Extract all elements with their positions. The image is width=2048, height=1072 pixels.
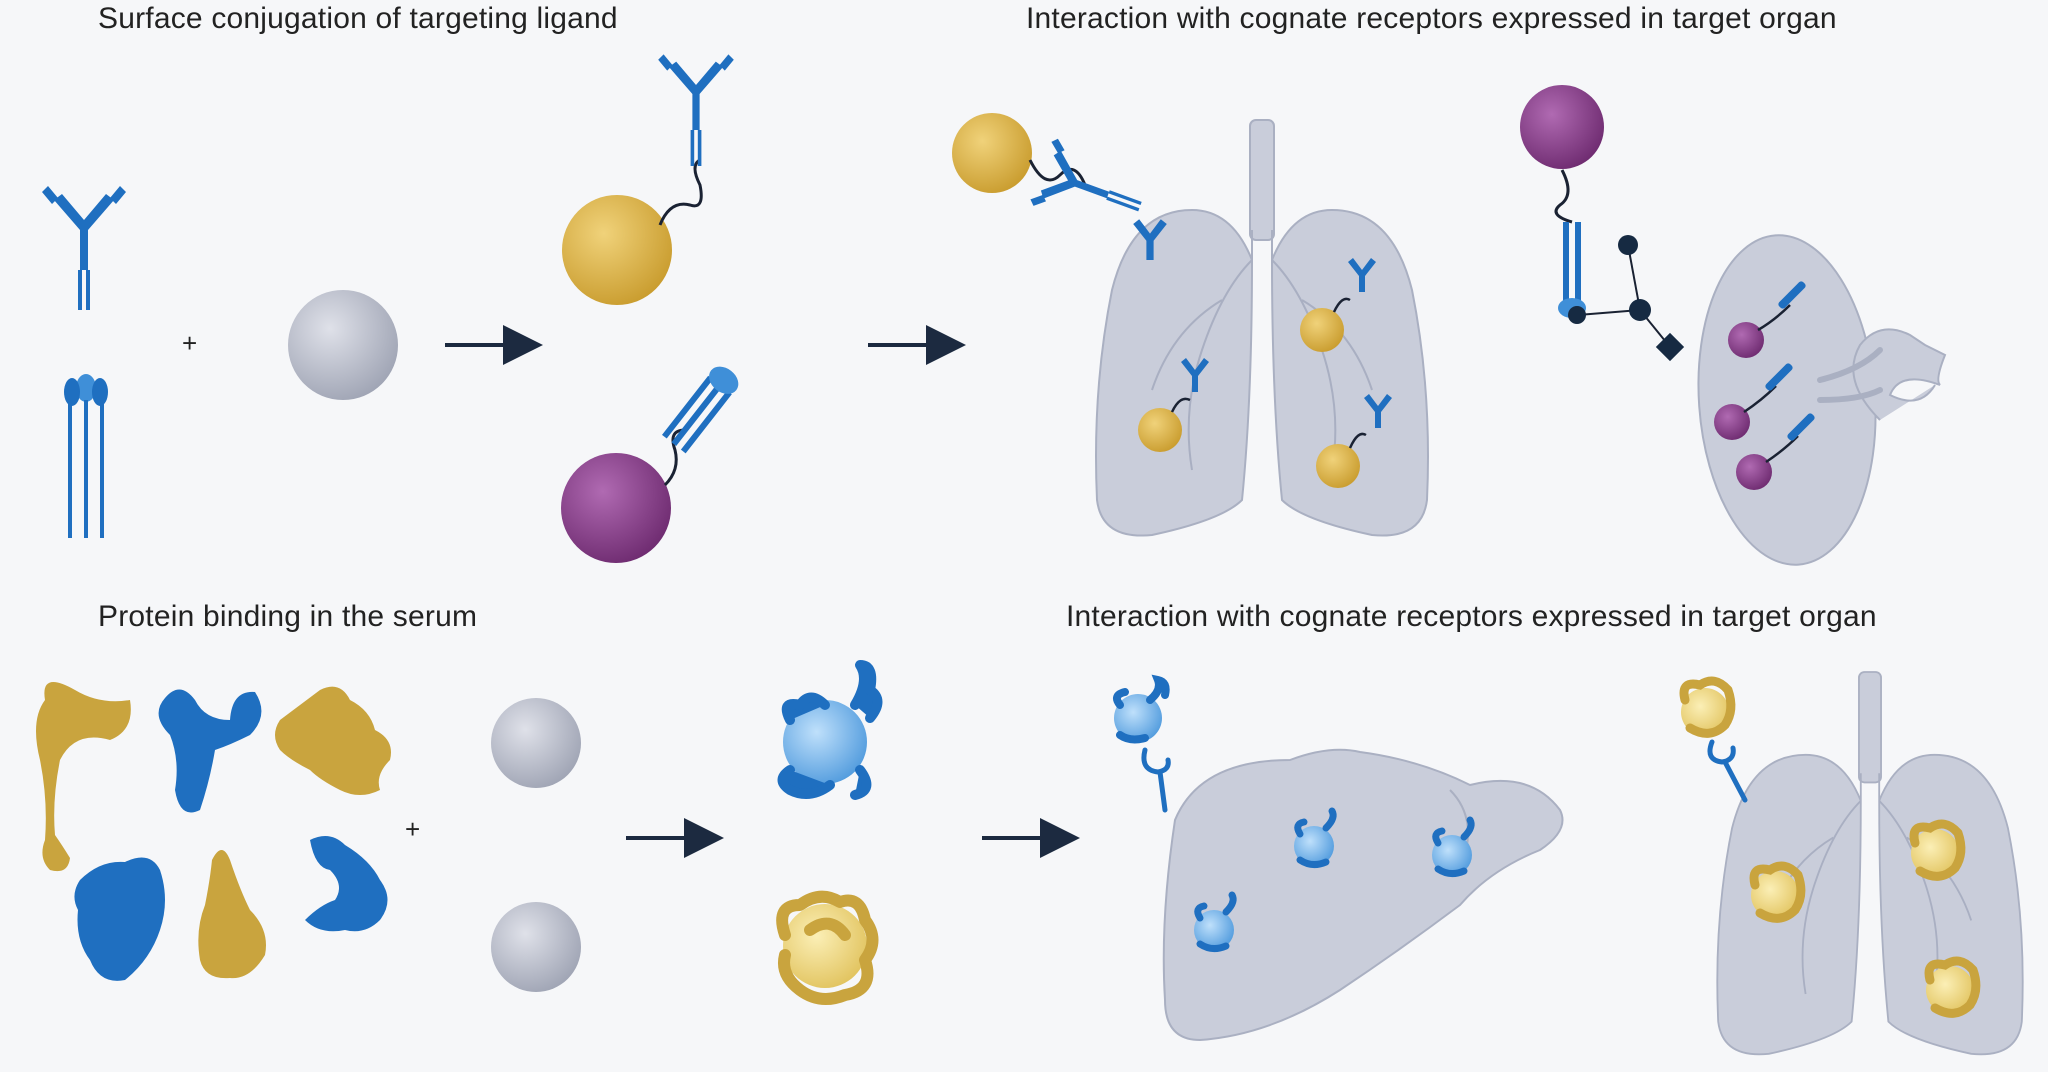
gold-particle-binding-lung (952, 113, 1167, 260)
serum-proteins (36, 682, 391, 981)
blue-coronas-in-liver (1194, 807, 1475, 953)
purple-particle-binding-spleen (1520, 85, 1685, 362)
free-receptor-ligand (64, 374, 108, 538)
purple-particle-receptor-conjugate (561, 366, 739, 563)
gold-coronas-in-lung (1749, 819, 1981, 1018)
title-receptor-interaction-bottom: Interaction with cognate receptors expre… (1066, 600, 1877, 633)
protein-corona-blue (777, 660, 883, 800)
gold-particles-in-lung (1138, 258, 1392, 488)
purple-particles-in-spleen (1714, 281, 1815, 490)
gold-particle-antibody-conjugate (562, 52, 736, 305)
title-receptor-interaction-top: Interaction with cognate receptors expre… (1026, 2, 1837, 35)
bare-nanoparticle-bottom-1 (491, 698, 581, 788)
protein-corona-gold (776, 890, 879, 1005)
liver-organ (1162, 748, 1564, 1042)
lungs-top (1095, 119, 1429, 537)
title-surface-conjugation: Surface conjugation of targeting ligand (98, 2, 618, 35)
bare-nanoparticle-top (288, 290, 398, 400)
plus-sign-top: + (182, 328, 197, 358)
gold-corona-binding-lung (1679, 676, 1748, 803)
bare-nanoparticle-bottom-2 (491, 902, 581, 992)
plus-sign-bottom: + (405, 814, 420, 844)
free-antibody-ligand (40, 184, 128, 312)
spleen-organ (1697, 234, 1947, 566)
title-protein-binding: Protein binding in the serum (98, 600, 478, 633)
blue-corona-binding-liver (1113, 674, 1171, 813)
